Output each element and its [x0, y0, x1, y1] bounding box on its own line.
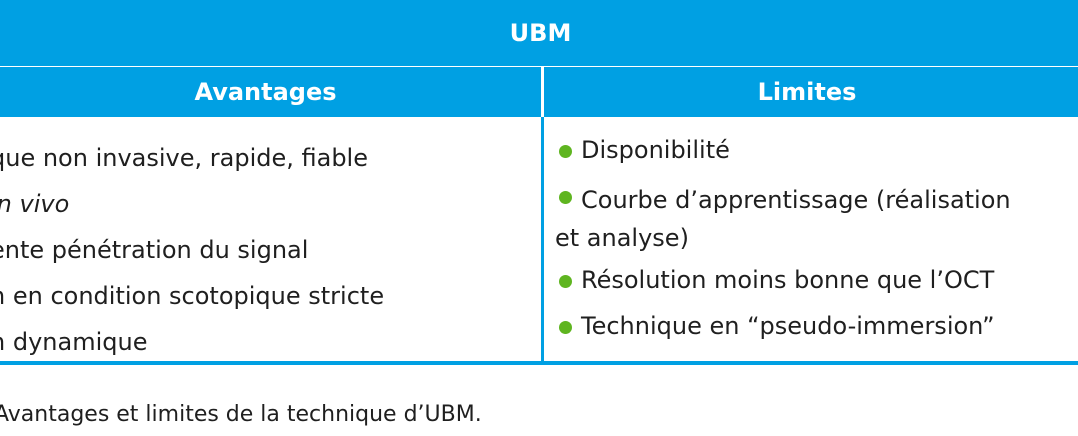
limit-item: Courbe d’apprentissage (réalisation et a…	[555, 181, 1078, 257]
limits-column: Disponibilité Courbe d’apprentissage (ré…	[555, 135, 1078, 357]
table-title: UBM	[0, 0, 1078, 66]
advantage-item: ente pénétration du signal	[0, 236, 309, 264]
limit-item: Résolution moins bonne que l’OCT	[555, 265, 1078, 295]
limit-item-text: Courbe d’apprentissage (réalisation	[581, 186, 1011, 214]
header-advantages-label: Avantages	[194, 78, 337, 106]
advantage-item: in vivo	[0, 190, 70, 218]
limit-item-text: Technique en “pseudo-immersion”	[581, 312, 995, 340]
limit-item: Disponibilité	[555, 135, 1078, 165]
advantages-column: que non invasive, rapide, fiable in vivo…	[0, 135, 530, 365]
bullet-icon	[559, 191, 572, 204]
header-limits-label: Limites	[757, 78, 857, 106]
bullet-icon	[559, 145, 572, 158]
advantage-item: n dynamique	[0, 328, 148, 356]
advantage-item: que non invasive, rapide, fiable	[0, 144, 368, 172]
bullet-icon	[559, 321, 572, 334]
limit-item-text: Disponibilité	[581, 136, 730, 164]
table-header-row: Avantages Limites	[0, 67, 1078, 117]
header-limits: Limites	[544, 67, 1078, 117]
column-divider	[541, 117, 544, 361]
limit-item: Technique en “pseudo-immersion”	[555, 311, 1078, 341]
limit-item-text-continued: et analyse)	[555, 224, 689, 252]
table-title-text: UBM	[509, 19, 572, 47]
bullet-icon	[559, 275, 572, 288]
limit-item-text: Résolution moins bonne que l’OCT	[581, 266, 995, 294]
table-caption: Avantages et limites de la technique d’U…	[0, 402, 482, 427]
advantage-item: n en condition scotopique stricte	[0, 282, 385, 310]
header-divider	[541, 67, 544, 117]
table-body-row: que non invasive, rapide, fiable in vivo…	[0, 117, 1078, 365]
header-advantages: Avantages	[0, 67, 541, 117]
